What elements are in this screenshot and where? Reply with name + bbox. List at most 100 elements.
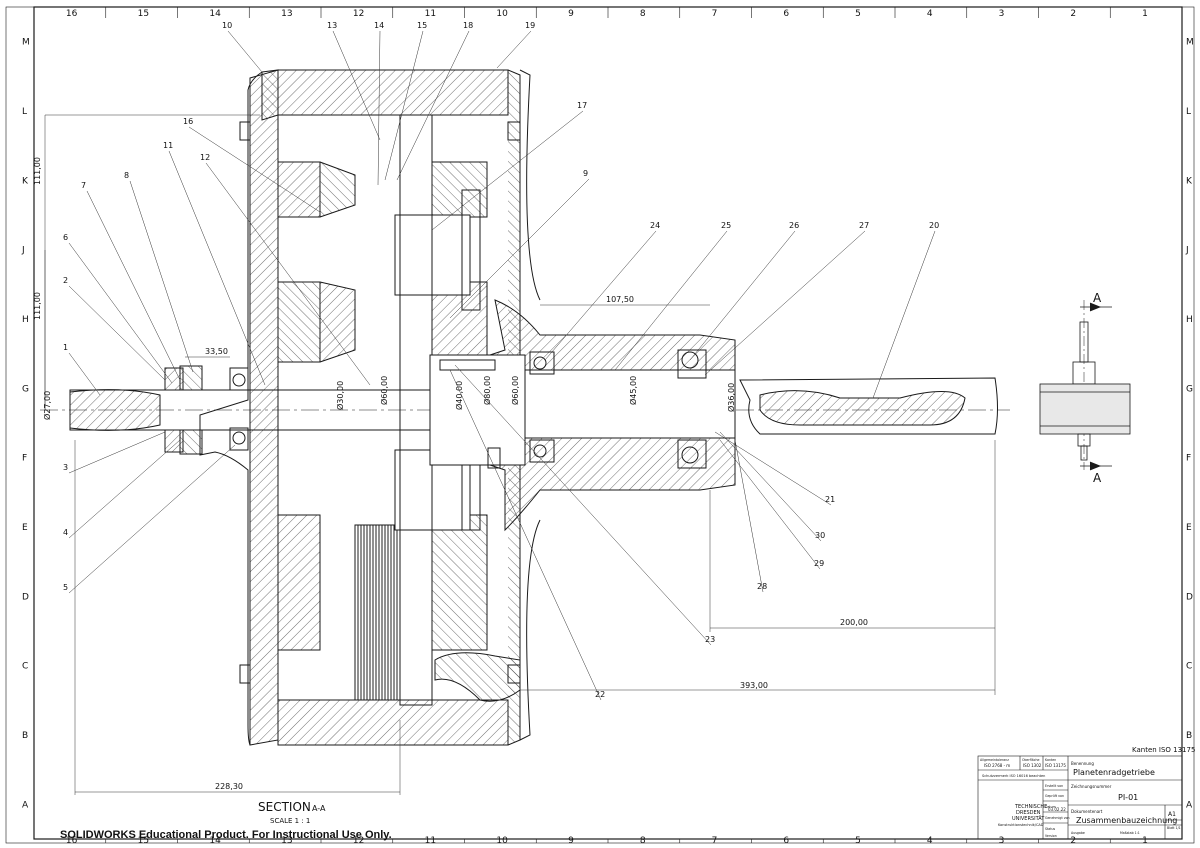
grid-column-label: 12 [353,836,364,846]
dim-111-top: 111,00 [33,157,42,185]
balloon-11: 11 [163,141,173,150]
grid-column-label: 1 [1142,836,1148,846]
grid-row-label: A [22,800,29,810]
leader-line [188,126,321,213]
sheet-format: A1 [1168,811,1176,818]
balloon-19: 19 [525,21,535,30]
balloon-24: 24 [650,221,660,230]
grid-column-label: 11 [425,9,436,19]
grid-column-label: 15 [138,836,149,846]
leader-line [454,364,712,646]
balloon-15: 15 [417,21,427,30]
balloon-28: 28 [757,582,767,591]
balloon-30: 30 [815,531,825,540]
grid-row-label: E [22,523,28,533]
sheet-label: Blatt 1/1 [1167,826,1181,830]
drawn-label: Erstellt von [1045,784,1063,788]
housing-left-wall [249,69,279,746]
section-suffix: A-A [312,804,326,813]
section-scale: SCALE 1 : 1 [270,817,310,825]
surface: ISO 1302 [1023,763,1042,768]
grid-column-label: 13 [281,9,292,19]
edge-note: Kanten ISO 13175 [1132,746,1195,754]
grid-row-label: K [22,176,29,186]
leader-line [449,369,602,701]
grid-column-label: 1 [1142,9,1148,19]
planet-gear-mid-left [277,281,321,363]
gen-tol-label: Allgemeintoleranz [980,758,1009,762]
balloon-14: 14 [374,21,384,30]
balloon-25: 25 [721,221,731,230]
grid-column-label: 3 [999,836,1005,846]
balloon-20: 20 [929,221,939,230]
grid-column-label: 13 [281,836,292,846]
surface-label: Oberfläche [1022,758,1040,762]
balloon-29: 29 [814,559,824,568]
leader-line [396,30,470,181]
dim-dia-30: Ø30,00 [335,381,345,410]
leader-line [544,230,657,361]
leader-line [714,431,832,506]
leader-line [614,230,728,371]
leader-line [68,444,236,594]
university-line-2: DRESDEN [1016,810,1041,816]
grid-column-label: 12 [353,9,364,19]
grid-row-label: K [1186,176,1193,186]
grid-column-label: 4 [927,836,933,846]
section-title: SECTION [258,800,311,814]
dim-33-50: 33,50 [205,347,228,356]
release-label: Genehmigt von [1045,816,1070,820]
grid-row-label: M [1186,38,1194,48]
grid-row-label: J [21,246,25,256]
dimension-lines [44,114,996,795]
dim-393: 393,00 [740,681,768,690]
university-line-1: TECHNISCHE [1014,804,1047,810]
leader-line [68,439,181,539]
balloon-26: 26 [789,221,799,230]
grid-column-label: 5 [855,836,861,846]
title-block [977,755,1183,840]
grid-row-label: C [22,662,28,672]
dim-dia-60b: Ø60,00 [510,376,520,405]
doctype: Zusammenbauzeichnung [1076,816,1177,825]
institute: Konstruktionstechnik/CAD [998,823,1044,827]
grid-row-label: L [1186,107,1191,117]
grid-row-label: L [22,107,27,117]
date: 03.02.22 [1048,807,1066,812]
university-line-3: UNIVERSITÄT [1012,815,1045,822]
grid-column-label: 15 [138,9,149,19]
protection-note: Schutzvermerk ISO 16016 beachten [982,774,1045,778]
grid-column-label: 14 [209,836,221,846]
leader-line [68,431,166,474]
leader-line [872,230,936,399]
grid-column-label: 6 [783,9,789,19]
dimension-texts: 111,00 111,00 33,50 107,50 200,00 393,00… [33,157,868,791]
balloon-13: 13 [327,21,337,30]
dim-107-50: 107,50 [606,295,634,304]
side-view [1039,300,1131,471]
dim-dia-60a: Ø60,00 [379,376,389,405]
balloon-21: 21 [825,495,835,504]
leader-line [719,431,822,542]
balloon-12: 12 [200,153,210,162]
grid-row-label: F [1186,454,1191,464]
edges: ISO 13175 [1045,763,1066,768]
grid-column-label: 4 [927,9,933,19]
planet-gear-upper-left [277,161,321,218]
leader-line [734,439,764,593]
balloon-27: 27 [859,221,869,230]
grid-row-label: G [1186,384,1193,394]
edges-label: Kanten [1045,758,1056,762]
balloon-6: 6 [63,233,68,242]
leader-line [227,30,263,73]
balloon-1: 1 [63,343,68,352]
grid-column-label: 8 [640,836,646,846]
title-block-text: Kanten ISO 13175 Allgemeintoleranz ISO 2… [980,746,1195,838]
crank-arm [759,390,966,426]
grid-column-label: 16 [66,9,78,19]
